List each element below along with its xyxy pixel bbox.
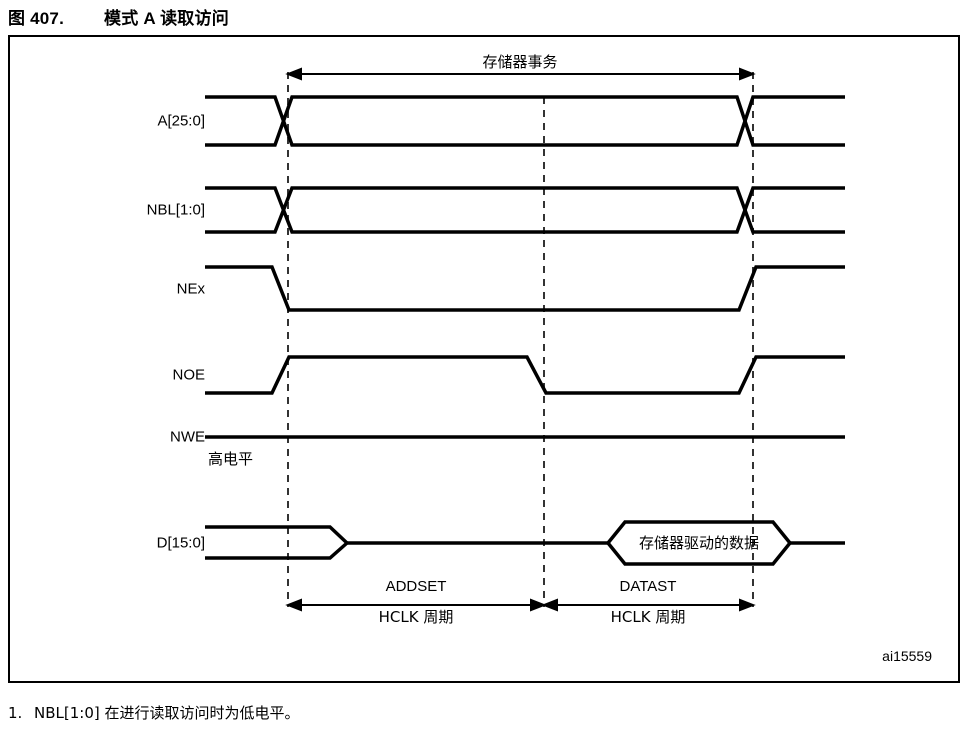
datast-label: DATAST — [619, 578, 677, 595]
figure-number: 图 407. — [8, 9, 65, 28]
addset-label: ADDSET — [385, 578, 447, 595]
footnote-index: 1. — [8, 704, 23, 722]
signal-label-nbl: NBL[1:0] — [146, 201, 205, 219]
nwe-level-label: 高电平 — [208, 450, 254, 468]
signal-label-a: A[25:0] — [157, 112, 205, 130]
data-bubble-label: 存储器驱动的数据 — [638, 534, 760, 552]
signal-label-d: D[15:0] — [156, 534, 205, 552]
transaction-span-arrow — [285, 67, 756, 81]
signal-label-noe: NOE — [172, 366, 205, 384]
figure-frame — [8, 35, 960, 683]
trace-nbl — [205, 186, 845, 234]
trace-a — [205, 95, 845, 147]
figure-title: 图 407. 模式 A 读取访问 — [8, 4, 229, 29]
trace-d — [205, 520, 845, 566]
addset-unit-label: HCLK 周期 — [378, 608, 454, 626]
transaction-label: 存储器事务 — [482, 53, 558, 71]
signal-label-nwe: NWE — [170, 428, 205, 446]
trace-noe — [205, 355, 845, 395]
page-title: 模式 A 读取访问 — [104, 9, 229, 28]
trace-nex — [205, 265, 845, 312]
footnote: 1. NBL[1:0] 在进行读取访问时为低电平。 — [8, 702, 299, 723]
data-bubble-shape — [605, 520, 793, 566]
signal-label-nex: NEx — [176, 280, 205, 298]
time-marker-lines — [287, 72, 754, 607]
footnote-text: NBL[1:0] 在进行读取访问时为低电平。 — [34, 704, 300, 722]
figure-watermark: ai15559 — [882, 648, 932, 664]
datast-unit-label: HCLK 周期 — [610, 608, 686, 626]
phase-arrows — [285, 598, 756, 612]
